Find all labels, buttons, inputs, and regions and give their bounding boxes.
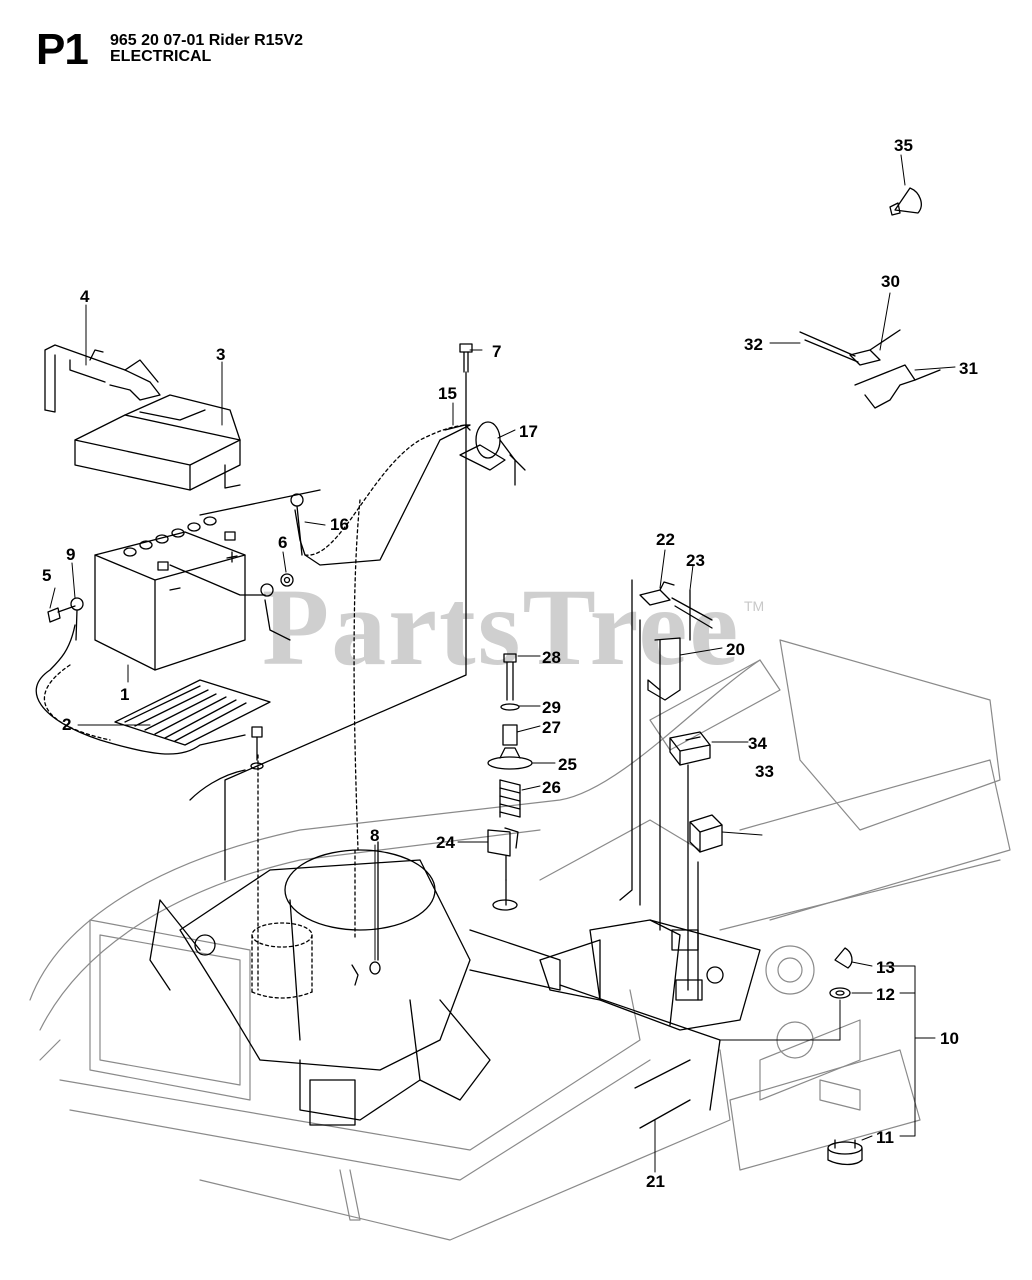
callout-28: 28	[542, 648, 561, 667]
callout-11: 11	[876, 1128, 894, 1147]
part-22-switch	[619, 579, 713, 906]
part-30-switch	[849, 329, 901, 366]
part-9-terminal	[70, 597, 84, 641]
callout-30: 30	[881, 272, 900, 291]
callout-7: 7	[492, 342, 502, 361]
part-16-cable	[260, 493, 304, 597]
part-25-boot	[487, 747, 533, 770]
callout-16: 16	[330, 515, 349, 534]
callout-9: 9	[66, 545, 76, 564]
callout-6: 6	[278, 533, 288, 552]
part-20-bracket	[647, 637, 681, 931]
callout-31: 31	[959, 359, 978, 378]
callout-23: 23	[686, 551, 705, 570]
callout-20: 20	[726, 640, 745, 659]
callout-17: 17	[519, 422, 538, 441]
engine-block	[149, 849, 561, 1126]
part-34-switch	[669, 731, 711, 991]
callout-33: 33	[755, 762, 774, 781]
watermark-trademark: TM	[744, 598, 765, 614]
callout-4: 4	[80, 287, 90, 306]
part-7-bolt	[224, 343, 473, 881]
part-26-spring	[499, 779, 521, 818]
callout-24: 24	[436, 833, 455, 852]
part-28-bolt	[503, 653, 517, 701]
part-21-wires	[559, 984, 721, 1129]
callout-3: 3	[216, 345, 226, 364]
callout-13: 13	[876, 958, 895, 977]
part-17-solenoid	[459, 421, 526, 486]
dashed-cylinder	[251, 922, 313, 999]
part-13-cap	[834, 947, 853, 969]
callout-1: 1	[120, 685, 130, 704]
model-title: 965 20 07-01 Rider R15V2	[110, 32, 304, 49]
part-24-switch	[487, 827, 519, 911]
part-4-battery-bracket	[44, 344, 161, 413]
part-33-switch	[689, 814, 723, 1001]
leader-lines	[49, 154, 956, 1173]
part-29-washer	[500, 703, 520, 711]
callout-35: 35	[894, 136, 913, 155]
callout-34: 34	[748, 734, 767, 753]
section-title: ELECTRICAL	[110, 48, 212, 65]
part-8-connector	[351, 841, 381, 986]
part-27-spacer	[502, 724, 518, 746]
callout-12: 12	[876, 985, 895, 1004]
callout-21: 21	[646, 1172, 665, 1191]
dashed-routing	[43, 424, 471, 991]
part-6-nut	[280, 573, 294, 587]
callout-29: 29	[542, 698, 561, 717]
console-panel	[539, 919, 761, 1031]
callout-2: 2	[62, 715, 72, 734]
part-3-battery-cover	[74, 394, 241, 491]
callout-5: 5	[42, 566, 52, 585]
chassis-frame	[29, 639, 1011, 1241]
part-2-battery-mat	[114, 679, 271, 746]
callout-8: 8	[370, 826, 380, 845]
part-11-sender	[827, 1139, 863, 1166]
part-35-cap	[889, 187, 922, 216]
part-12-gasket	[829, 987, 851, 999]
callout-32: 32	[744, 335, 763, 354]
callout-27: 27	[542, 718, 561, 737]
callout-22: 22	[656, 530, 675, 549]
part-1-battery	[94, 516, 246, 671]
callout-10: 10	[940, 1029, 959, 1048]
part-31-bracket	[854, 364, 941, 409]
part-15-wire	[444, 424, 471, 431]
callout-15: 15	[438, 384, 457, 403]
callout-26: 26	[542, 778, 561, 797]
callout-25: 25	[558, 755, 577, 774]
page-code: P1	[36, 25, 89, 74]
part-5-bolt	[47, 605, 76, 623]
battery-cables	[35, 424, 471, 755]
hold-down-bolt	[189, 726, 264, 801]
part-32-wire	[799, 331, 859, 363]
